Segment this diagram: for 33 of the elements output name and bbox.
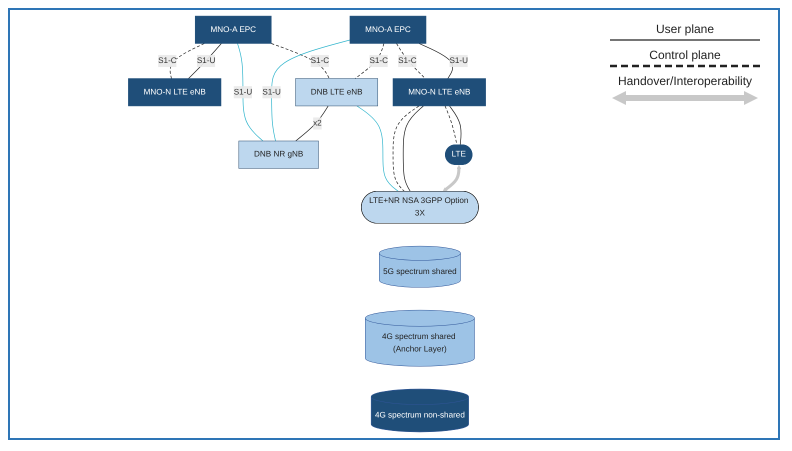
edge-label: S1-C (310, 56, 330, 66)
connector (418, 43, 454, 79)
legend-text: Control plane (648, 48, 722, 62)
edge-label: x2 (313, 118, 322, 128)
edge-label: S1-U (262, 88, 281, 96)
node-box: MNO-A EPC (194, 16, 272, 44)
connector (402, 106, 424, 192)
connector (356, 106, 399, 192)
arrow (442, 164, 462, 192)
connector (396, 43, 426, 79)
node-box: MNO-N LTE eNB (392, 78, 486, 106)
edge-label: S1-U (234, 88, 252, 96)
node-box: MNO-N LTE eNB (128, 78, 222, 106)
connector (271, 40, 350, 142)
connector (449, 106, 462, 146)
connector (270, 43, 330, 79)
connector (188, 43, 222, 79)
node-box: DNB LTE eNB (295, 78, 378, 106)
connector (444, 106, 458, 146)
legend-text: Handover/Interoperability (616, 74, 754, 88)
connector (295, 106, 329, 142)
node-box: MNO-A EPC (350, 16, 426, 44)
connector (237, 43, 264, 142)
connector (392, 106, 420, 192)
edge-label: S1-U (196, 56, 216, 66)
legend-text: User plane (654, 22, 716, 36)
edge-label: S1-C (158, 56, 177, 66)
edge-label: S1-C (369, 56, 388, 66)
connector (354, 43, 384, 79)
node-box: DNB NR gNB (238, 140, 319, 169)
edge-label: S1-C (398, 56, 417, 66)
connector (170, 43, 205, 79)
edge-label: S1-U (449, 56, 468, 66)
